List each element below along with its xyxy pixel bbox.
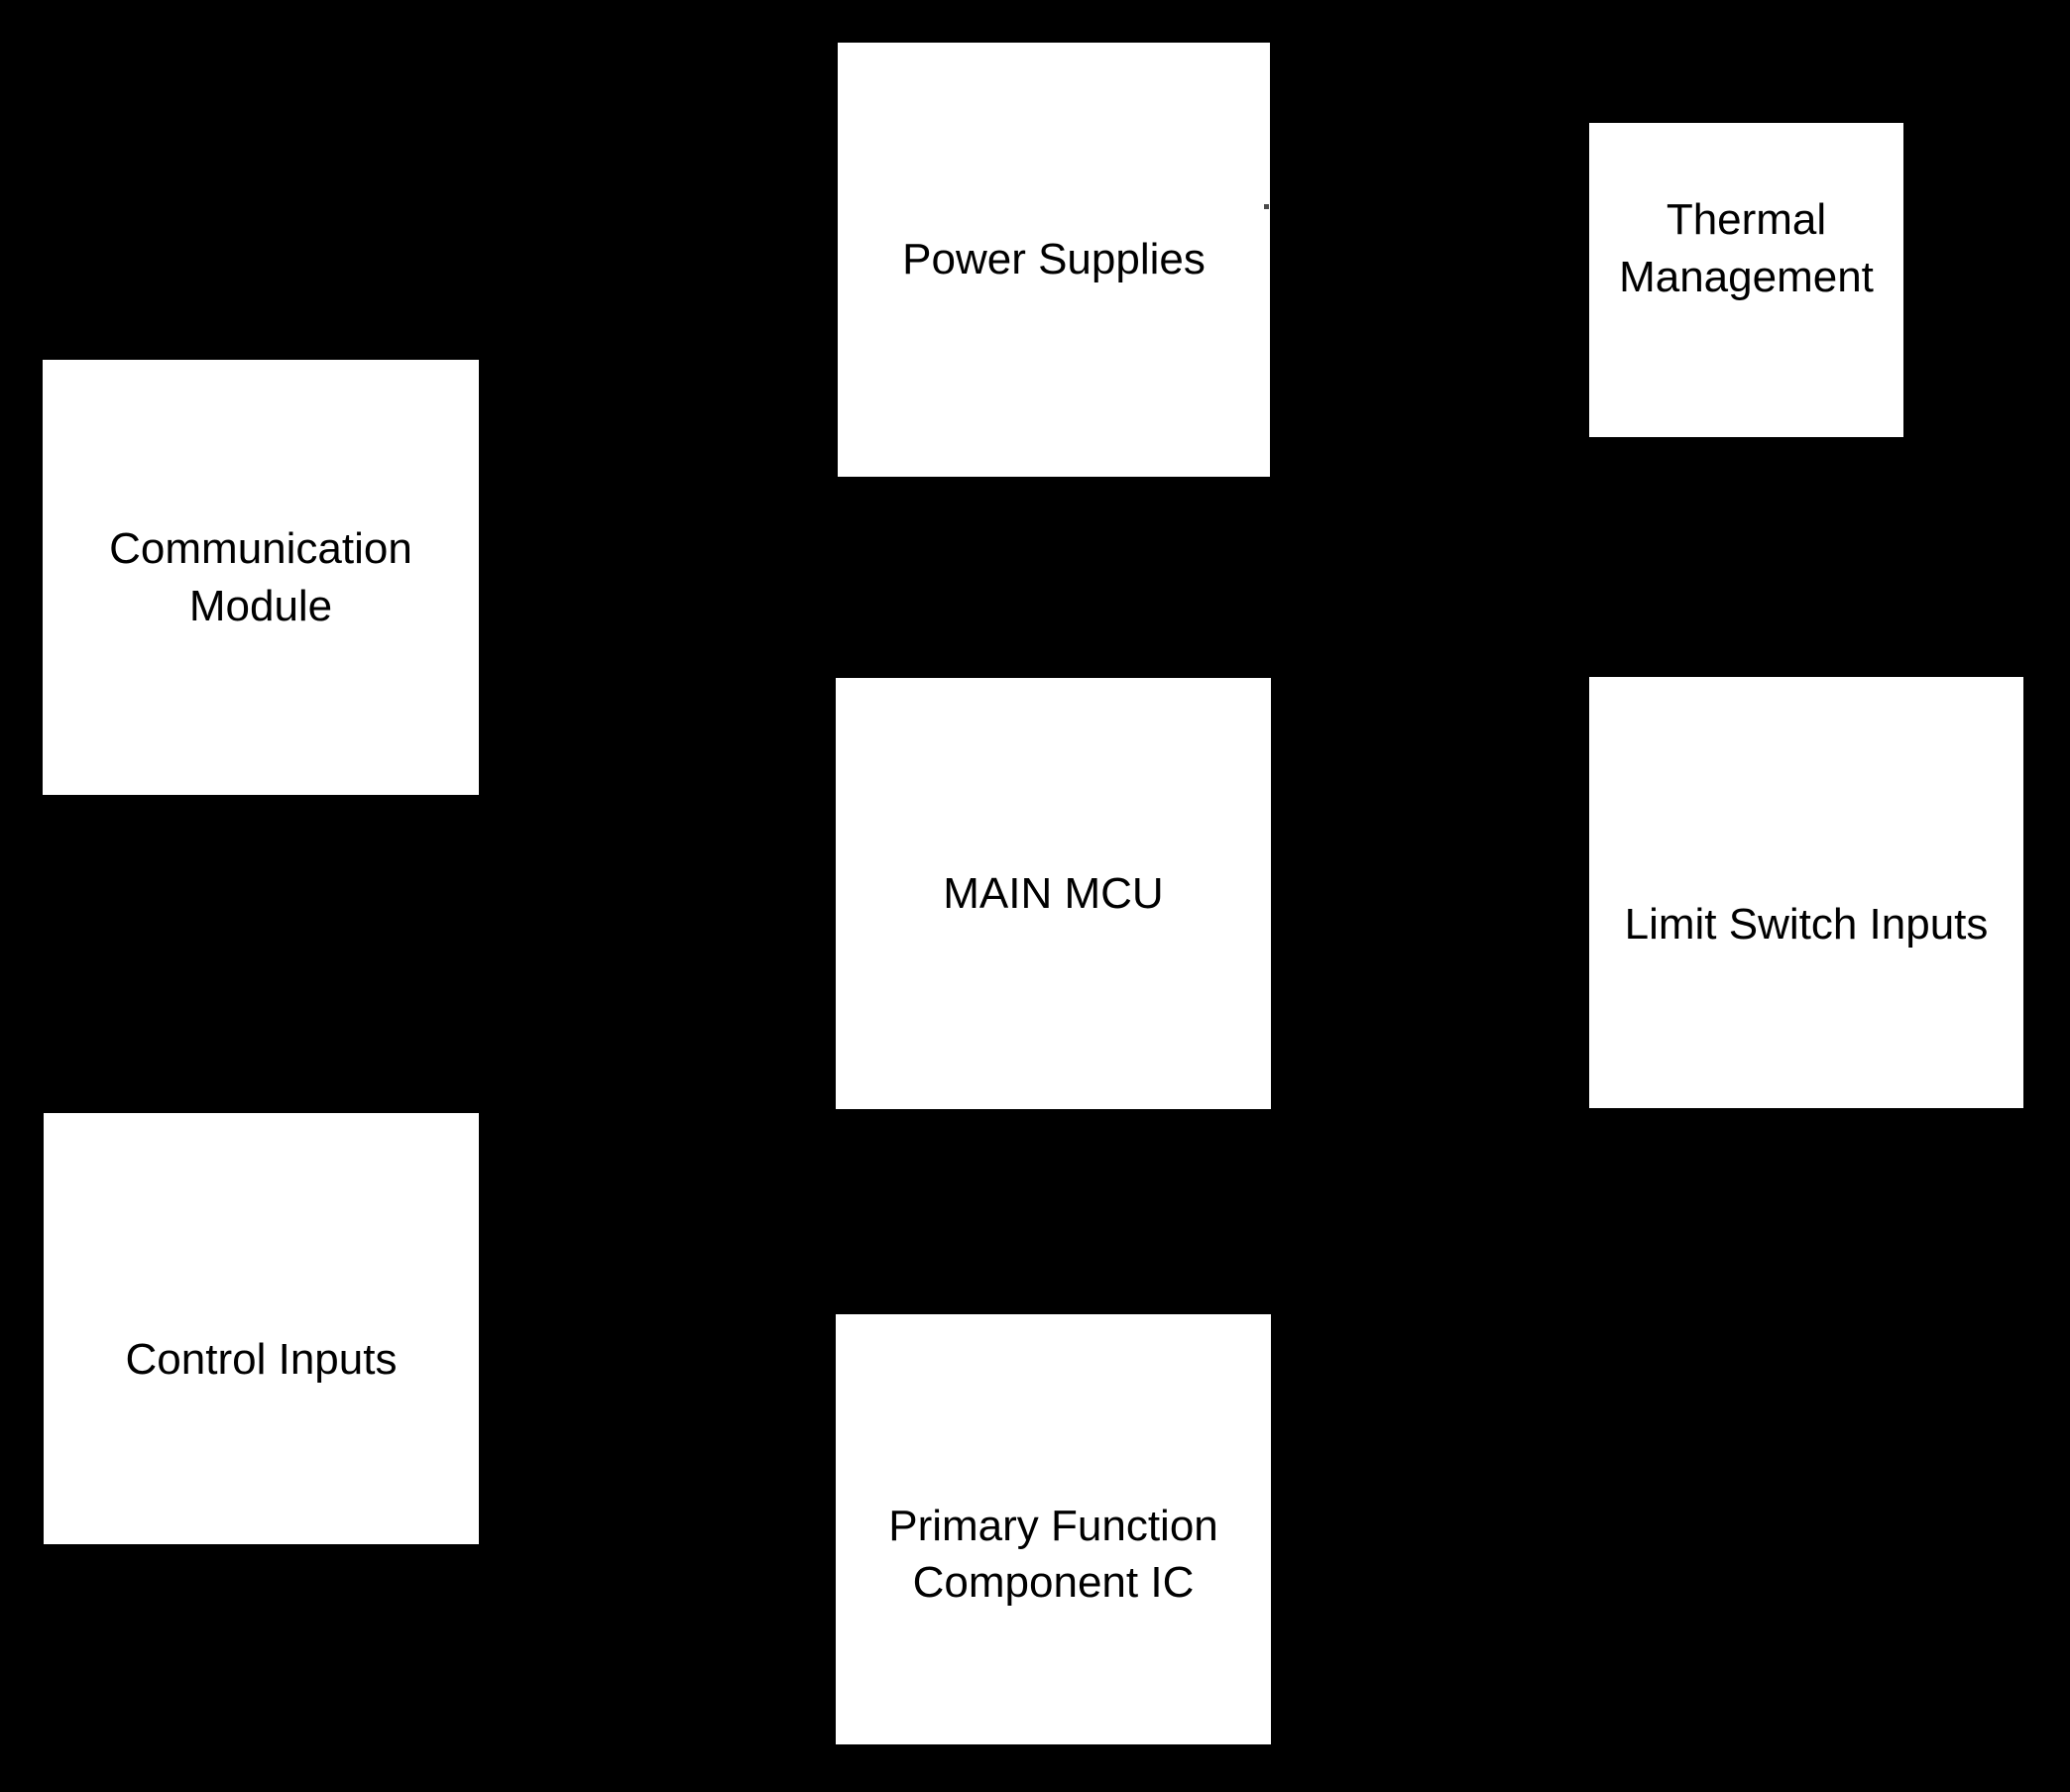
node-label: Primary Function Component IC — [888, 1501, 1218, 1607]
node-label: Limit Switch Inputs — [1624, 899, 1989, 949]
connector-arrowhead-artifact — [1264, 204, 1269, 209]
node-thermal-management: Thermal Management — [1589, 123, 1903, 437]
node-label: Thermal Management — [1619, 195, 1874, 301]
node-label: Control Inputs — [125, 1334, 398, 1384]
node-power-supplies: Power Supplies — [838, 43, 1270, 477]
node-primary-function-component-ic: Primary Function Component IC — [836, 1314, 1271, 1744]
node-communication-module: Communication Module — [43, 360, 479, 795]
node-limit-switch-inputs: Limit Switch Inputs — [1589, 677, 2023, 1108]
node-label: MAIN MCU — [943, 868, 1164, 918]
node-label: Power Supplies — [902, 235, 1206, 284]
node-main-mcu: MAIN MCU — [836, 678, 1271, 1109]
node-control-inputs: Control Inputs — [44, 1113, 479, 1544]
node-label: Communication Module — [109, 524, 412, 630]
